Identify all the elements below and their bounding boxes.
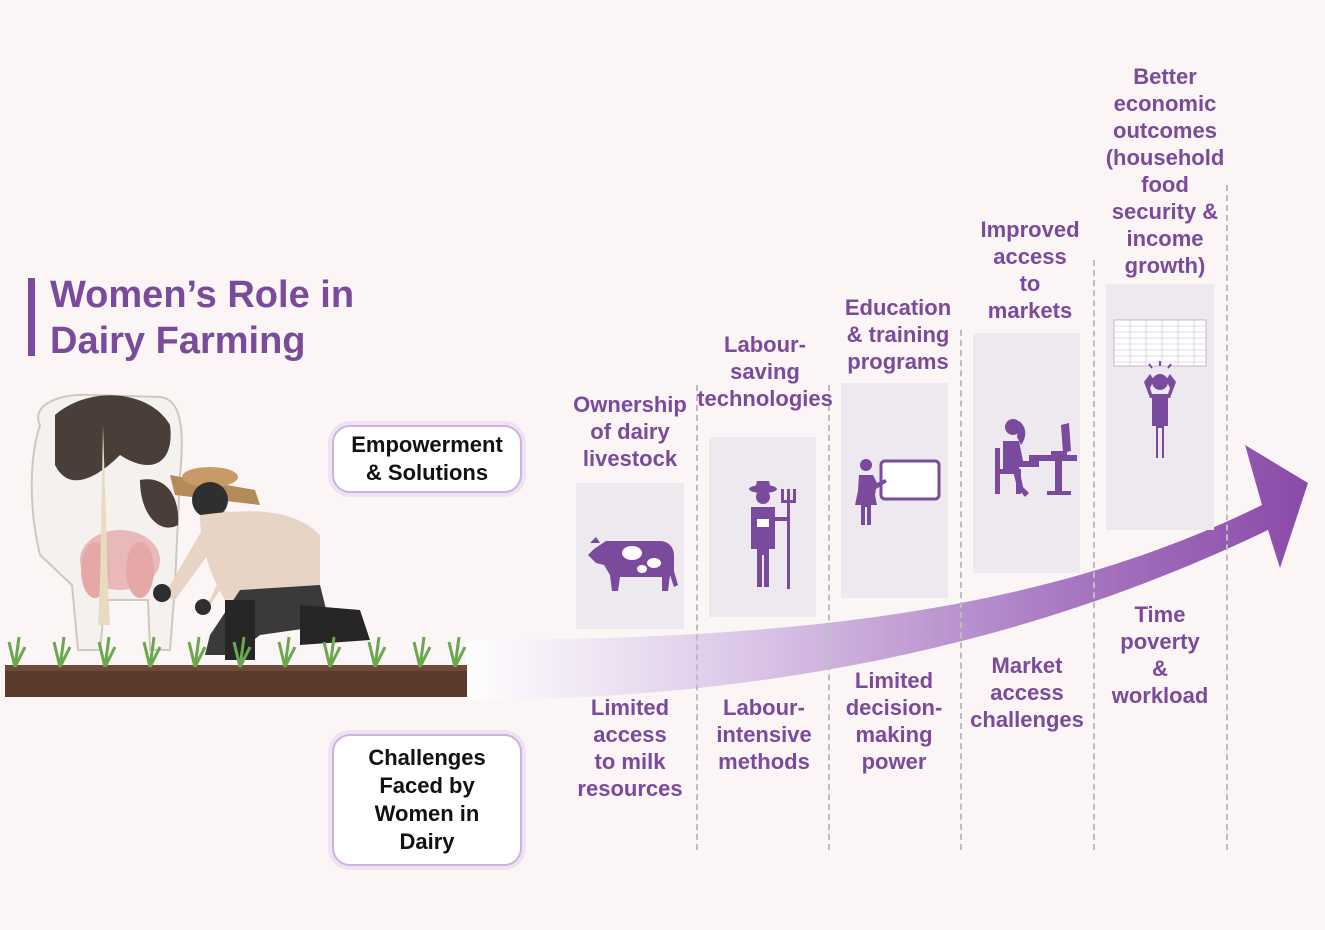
solution-panel-4 — [973, 333, 1080, 573]
solution-panel-3 — [841, 383, 948, 598]
woman-computer-icon — [995, 419, 1077, 497]
page-title: Women’s Role in Dairy Farming — [50, 274, 355, 362]
column-divider — [960, 330, 962, 850]
solution-label-economic: Better economic outcomes (household food… — [1105, 64, 1225, 278]
column-divider — [1226, 185, 1228, 850]
challenge-label-decision-making: Limited decision- making power — [845, 668, 943, 774]
challenges-label: Challenges Faced by Women in Dairy — [332, 734, 522, 866]
challenge-label-market-access: Market access challenges — [970, 653, 1084, 732]
challenge-label-milk-resources: Limited access to milk resources — [577, 695, 683, 801]
challenge-label-labour-intensive: Labour- intensive methods — [716, 695, 812, 774]
stressed-person-spreadsheet-icon — [1113, 319, 1207, 458]
column-divider — [828, 385, 830, 850]
title-accent-bar — [28, 278, 35, 356]
farmer-pitchfork-icon — [749, 481, 796, 589]
teacher-board-icon — [855, 459, 941, 525]
solution-panel-1 — [576, 483, 684, 629]
column-divider — [1093, 260, 1095, 850]
solution-panel-2 — [709, 437, 816, 617]
challenge-label-time-poverty: Time poverty & workload — [1111, 602, 1209, 708]
cow-icon — [588, 537, 678, 591]
solution-label-labour-saving: Labour- saving technologies — [697, 332, 833, 411]
solution-label-education: Education & training programs — [844, 295, 952, 374]
column-divider — [696, 385, 698, 850]
solution-panel-5 — [1106, 284, 1214, 530]
solution-label-markets: Improved access to markets — [980, 217, 1080, 323]
solution-label-ownership: Ownership of dairy livestock — [573, 392, 687, 471]
farmer-milking-cow-illustration — [5, 393, 467, 697]
empowerment-solutions-label: Empowerment & Solutions — [332, 425, 522, 493]
